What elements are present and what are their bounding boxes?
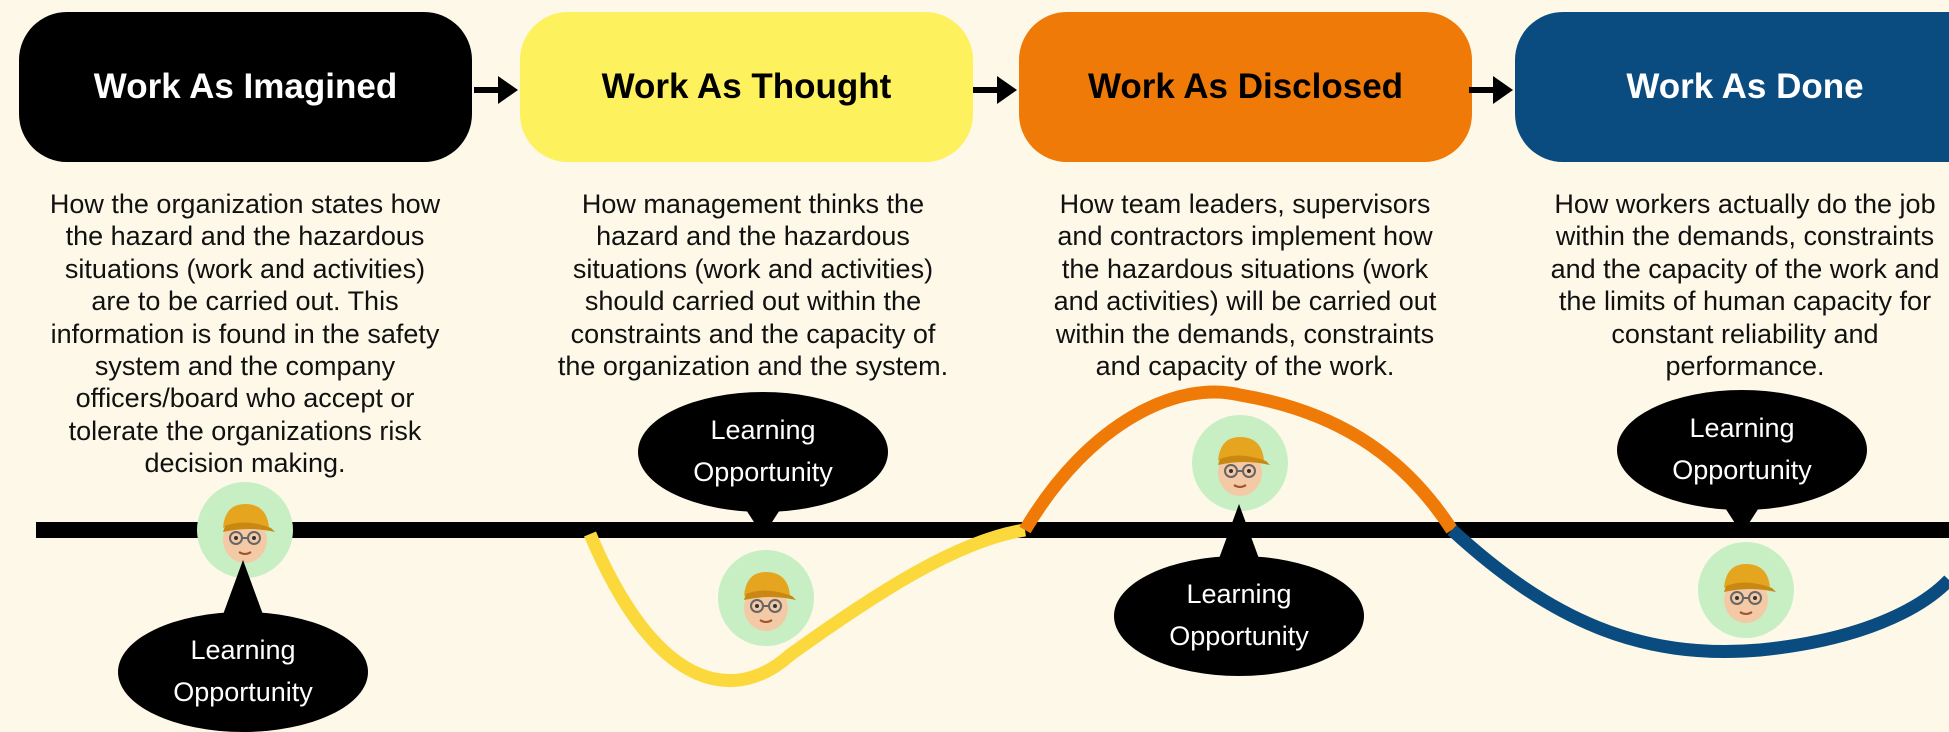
worker-avatar-icon bbox=[1698, 542, 1794, 638]
stage-title-thought: Work As Thought bbox=[520, 12, 973, 162]
bubble-line-1: Learning bbox=[190, 635, 296, 666]
disclosed-curve bbox=[1019, 385, 1458, 534]
stage-description-done: How workers actually do the job within t… bbox=[1550, 189, 1940, 381]
worker-avatar-icon bbox=[1192, 415, 1288, 511]
right-arrow-icon bbox=[1469, 76, 1513, 104]
worker-avatar-icon bbox=[718, 550, 814, 646]
bubble-line-1: Learning bbox=[1689, 413, 1795, 444]
stage-description-imagined: How the organization states how the haza… bbox=[49, 189, 441, 479]
bubble-line-2: Opportunity bbox=[173, 677, 313, 707]
stage-description-thought: How management thinks the hazard and the… bbox=[557, 189, 949, 381]
learning-opportunity-bubble: Learning Opportunity bbox=[1114, 504, 1364, 676]
stage-title-disclosed: Work As Disclosed bbox=[1019, 12, 1472, 162]
bubble-line-1: Learning bbox=[1186, 579, 1292, 610]
right-arrow-icon bbox=[973, 76, 1017, 104]
bubble-tail bbox=[1720, 500, 1764, 534]
bubble-line-2: Opportunity bbox=[693, 457, 833, 487]
bubble-tail bbox=[221, 560, 265, 620]
learning-opportunity-bubble: Learning Opportunity bbox=[1617, 390, 1867, 534]
bubble-tail bbox=[741, 502, 785, 536]
stage-title-imagined: Work As Imagined bbox=[19, 12, 472, 162]
bubble-line-2: Opportunity bbox=[1672, 455, 1812, 485]
bubble-line-1: Learning bbox=[710, 415, 816, 446]
stage-description-disclosed: How team leaders, supervisors and contra… bbox=[1053, 189, 1437, 381]
thought-curve bbox=[584, 523, 1027, 687]
learning-opportunity-bubble: Learning Opportunity bbox=[638, 392, 888, 536]
bubble-line-2: Opportunity bbox=[1169, 621, 1309, 651]
learning-opportunity-bubble: Learning Opportunity bbox=[118, 560, 368, 732]
done-curve bbox=[1447, 525, 1949, 658]
stage-title-done: Work As Done bbox=[1515, 12, 1949, 162]
right-arrow-icon bbox=[474, 76, 518, 104]
bubble-tail bbox=[1217, 504, 1261, 564]
